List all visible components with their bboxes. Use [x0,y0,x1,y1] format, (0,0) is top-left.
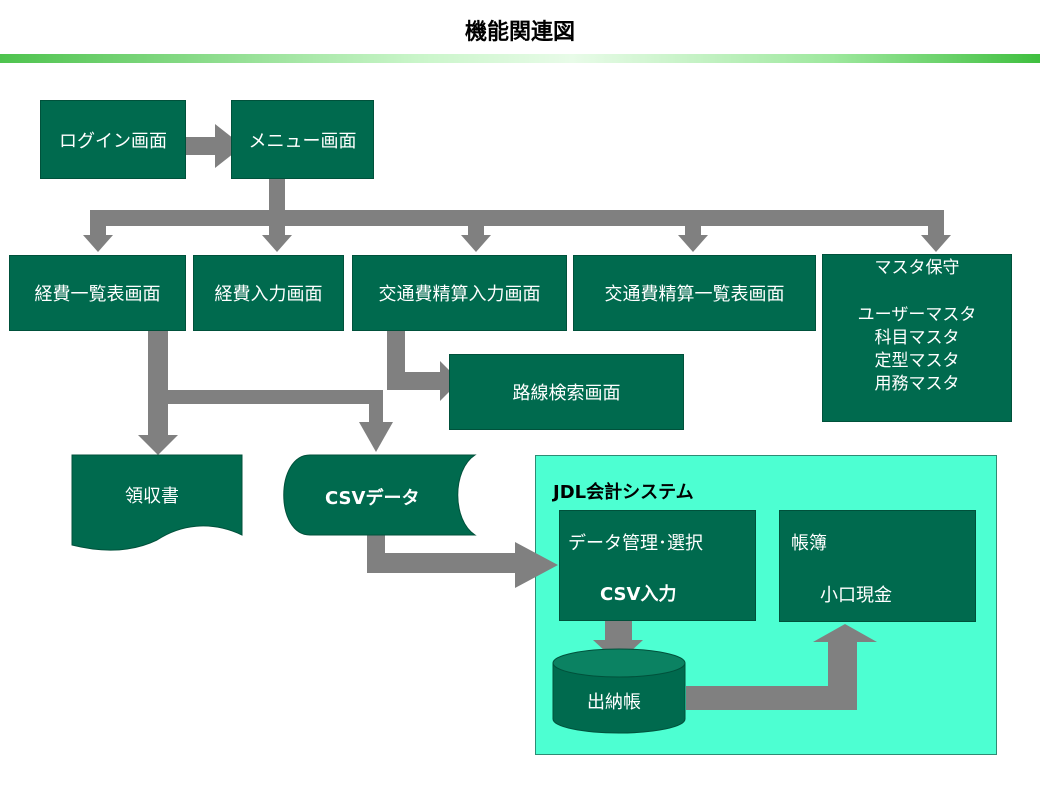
transport-list-label: 交通費精算一覧表画面 [604,284,785,305]
arrow-to-expense-list [83,235,113,252]
csv-input-label: CSV入力 [600,584,677,605]
receipt-label: 領収書 [125,486,179,507]
expense-list-label: 経費一覧表画面 [34,284,161,305]
route-search-label: 路線検索画面 [512,383,621,404]
arrow-data-mgmt-to-cashbook [593,620,643,663]
arrow-expense-list-down [148,330,168,435]
expense-input-screen-box: 経費入力画面 [193,255,344,331]
master-item-user: ユーザーマスタ [857,305,977,325]
login-screen-box: ログイン画面 [40,100,186,179]
menu-screen-box: メニュー画面 [231,100,374,179]
data-management-box: データ管理･選択 CSV入力 [559,510,756,621]
arrow-to-master [921,235,951,252]
menu-screen-label: メニュー画面 [248,130,357,152]
arrow-to-receipt [138,435,178,455]
login-screen-label: ログイン画面 [59,130,167,152]
arrow-to-transport-list [678,235,708,252]
arrow-login-to-menu [176,124,243,168]
transport-input-label: 交通費精算入力画面 [378,284,541,305]
arrow-branch-bus [90,210,944,226]
title-underline [0,54,1040,63]
petty-cash-label: 小口現金 [820,585,892,606]
cashbook-cylinder [552,648,686,734]
master-item-template: 定型マスタ [874,351,960,371]
arrow-to-expense-input [262,235,292,252]
arrow-csv-to-data-mgmt [367,535,558,588]
arrow-to-transport-input [461,235,491,252]
csv-data-shape [283,454,477,536]
data-management-label: データ管理･選択 [568,533,703,554]
arrow-menu-trunk [269,178,285,218]
route-search-screen-box: 路線検索画面 [449,354,684,430]
ledger-label: 帳簿 [791,533,827,554]
cashbook-label: 出納帳 [587,692,641,713]
master-maintenance-box: マスタ保守 ユーザーマスタ 科目マスタ 定型マスタ 用務マスタ [822,254,1012,422]
transport-input-screen-box: 交通費精算入力画面 [352,255,567,331]
receipt-document-shape [71,454,243,551]
master-title: マスタ保守 [874,258,960,278]
arrow-cashbook-to-ledger [686,624,877,710]
csv-data-label: CSVデータ [325,488,420,509]
expense-list-screen-box: 経費一覧表画面 [9,255,186,331]
arrow-to-route-search [387,361,460,401]
arrow-transport-down [387,330,405,382]
ledger-box: 帳簿 小口現金 [779,510,976,622]
master-item-business: 用務マスタ [874,374,960,394]
transport-list-screen-box: 交通費精算一覧表画面 [573,255,816,331]
expense-input-label: 経費入力画面 [214,284,323,305]
page-title: 機能関連図 [464,20,575,45]
arrow-to-csv-horizontal [168,390,383,404]
master-item-account: 科目マスタ [874,328,960,348]
jdl-system-title: JDL会計システム [553,482,694,503]
arrow-to-csv [359,422,393,452]
